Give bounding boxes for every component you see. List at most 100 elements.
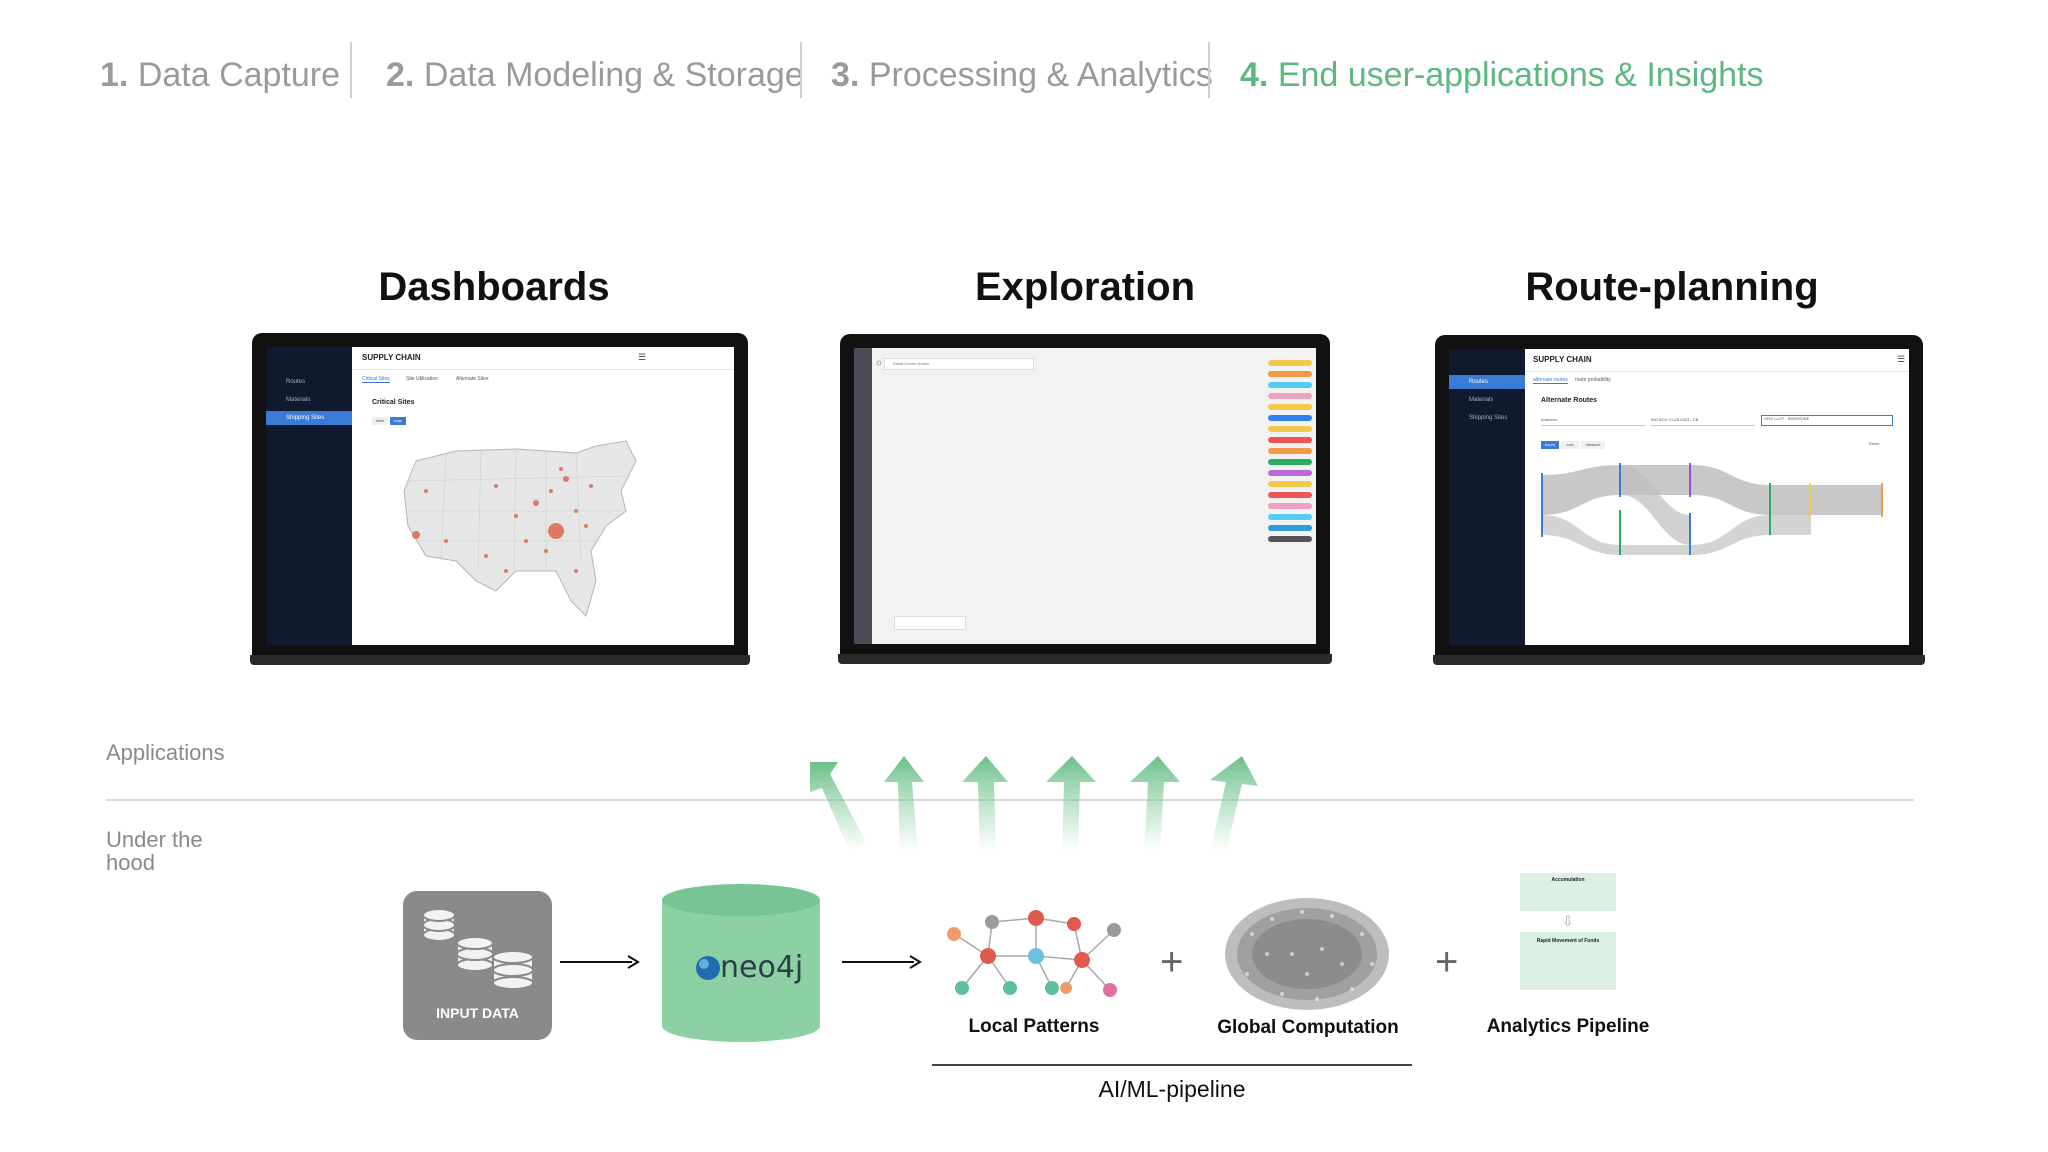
step-end-user-applications[interactable]: 4. End user-applications & Insights [1240, 56, 1764, 95]
dashboards-screen: Routes Materials Shipping Sites SUPPLY C… [266, 347, 734, 645]
legend-chip[interactable] [1268, 426, 1312, 432]
arrow-down-icon: ⇩ [1562, 913, 1574, 929]
source-field[interactable]: Anaheim [1541, 417, 1645, 426]
ai-ml-pipeline-label: AI/ML-pipeline [1098, 1076, 1246, 1102]
step-number: 2. [386, 56, 415, 94]
legend-chip[interactable] [1268, 382, 1312, 388]
sidebar-item-materials[interactable]: Materials [286, 397, 311, 403]
legend-chip[interactable] [1268, 437, 1312, 443]
exclude-field[interactable]: ORG LLOT - RIVERSIDE [1761, 415, 1893, 426]
arrow-up-icon [1046, 756, 1096, 852]
laptop-base [250, 655, 750, 665]
legend-chip[interactable] [1268, 470, 1312, 476]
panel-title: Critical Sites [372, 399, 415, 406]
step-data-modeling[interactable]: 2. Data Modeling & Storage [386, 56, 804, 95]
weight-hours-button[interactable]: hours [1541, 441, 1559, 449]
search-input[interactable]: Retail Center Nodes [884, 358, 1034, 370]
step-divider [1208, 42, 1210, 98]
sidebar-item-routes[interactable]: Routes [1449, 375, 1525, 389]
applications-label: Applications [106, 740, 225, 765]
neo4j-database-icon [662, 884, 820, 1042]
upward-arrows [810, 756, 1258, 852]
analytics-pipeline-label: Analytics Pipeline [1486, 1016, 1650, 1037]
menu-icon[interactable]: ☰ [1897, 354, 1906, 364]
route-planning-laptop[interactable]: Routes Materials Shipping Sites SUPPLY C… [1433, 335, 1925, 665]
step-number: 3. [831, 56, 860, 94]
arrow-up-icon [810, 762, 866, 852]
analytics-card-title: Accumulation [1551, 877, 1585, 883]
legend-chip[interactable] [1268, 448, 1312, 454]
exploration-sidebar [854, 348, 872, 644]
analytics-card-title: Rapid Movement of Funds [1536, 938, 1600, 944]
arrow-up-icon [962, 756, 1008, 852]
legend-chip[interactable] [1268, 525, 1312, 531]
legend-chip[interactable] [1268, 503, 1312, 509]
local-patterns-graph [947, 910, 1121, 997]
legend-chip[interactable] [1268, 404, 1312, 410]
tab-critical-sites[interactable]: Critical Sites [362, 376, 390, 383]
toggle-map[interactable]: map [390, 417, 406, 425]
panel-title: Alternate Routes [1541, 397, 1598, 404]
legend-chip[interactable] [1268, 415, 1312, 421]
arrow-right-icon [560, 955, 640, 969]
weight-cost-button[interactable]: cost [1561, 441, 1579, 449]
arrow-up-icon [1130, 756, 1180, 852]
menu-icon[interactable]: ☰ [638, 352, 647, 362]
step-label: Processing & Analytics [868, 56, 1213, 94]
dashboards-laptop[interactable]: Routes Materials Shipping Sites SUPPLY C… [250, 333, 750, 665]
arrow-right-icon [842, 955, 922, 969]
dashboards-title: Dashboards [378, 265, 610, 309]
laptop-base [838, 654, 1332, 664]
analytics-card: Accumulation [1520, 873, 1616, 911]
search-icon [876, 360, 882, 366]
sidebar-item-materials[interactable]: Materials [1469, 397, 1494, 403]
exploration-laptop[interactable]: Retail Center Nodes [838, 334, 1332, 664]
tab-alternate-sites[interactable]: Alternate Sites [456, 376, 489, 382]
step-processing[interactable]: 3. Processing & Analytics [831, 56, 1213, 95]
exploration-screen: Retail Center Nodes [854, 348, 1316, 644]
laptop-base [1433, 655, 1925, 665]
analytics-card: Rapid Movement of Funds [1520, 932, 1616, 990]
header-divider [352, 369, 734, 370]
legend-chip[interactable] [1268, 536, 1312, 542]
global-computation-cloud [1225, 898, 1389, 1010]
step-number: 1. [100, 56, 129, 94]
under-the-hood-label: Under the hood [106, 827, 203, 875]
arrow-up-icon [1210, 756, 1258, 852]
legend-chip[interactable] [1268, 371, 1312, 377]
legend-chip[interactable] [1268, 481, 1312, 487]
header-divider [1525, 371, 1909, 372]
tab-route-probability[interactable]: route probability [1575, 377, 1611, 383]
tab-alternate-routes[interactable]: alternate routes [1533, 377, 1568, 384]
local-patterns-label: Local Patterns [968, 1016, 1100, 1037]
tab-site-utilization[interactable]: Site Utilization [406, 376, 438, 382]
legend-chip[interactable] [1268, 459, 1312, 465]
arrow-up-icon [884, 756, 924, 852]
step-data-capture[interactable]: 1. Data Capture [100, 56, 340, 95]
sidebar-item-shipping-sites[interactable]: Shipping Sites [1469, 415, 1508, 421]
route-sankey [1541, 463, 1883, 555]
destination-field[interactable]: BIG BOX CLUB #323 - CB [1651, 417, 1755, 426]
legend-chip[interactable] [1268, 360, 1312, 366]
step-label: Data Modeling & Storage [423, 56, 804, 94]
plus-sign: + [1435, 940, 1459, 984]
sidebar-item-routes[interactable]: Routes [286, 379, 306, 385]
route-planning-title: Route-planning [1525, 265, 1819, 309]
legend-chip[interactable] [1268, 393, 1312, 399]
toggle-table[interactable]: table [372, 417, 388, 425]
ai-ml-bracket [932, 1064, 1412, 1066]
footer-toolbar[interactable] [894, 616, 966, 630]
route-planning-screen: Routes Materials Shipping Sites SUPPLY C… [1449, 349, 1909, 645]
sidebar-item-shipping-sites[interactable]: Shipping Sites [266, 411, 352, 425]
legend-chip[interactable] [1268, 514, 1312, 520]
route-planning-sidebar: Routes Materials Shipping Sites [1449, 349, 1525, 645]
plus-sign: + [1160, 940, 1184, 984]
step-divider [800, 42, 802, 98]
app-name: SUPPLY CHAIN [1533, 355, 1592, 364]
exploration-title: Exploration [974, 265, 1196, 309]
neo4j-logo: neo4j [720, 950, 804, 985]
reset-button[interactable]: Reset [1869, 441, 1880, 446]
legend-chip[interactable] [1268, 492, 1312, 498]
step-divider [350, 42, 352, 98]
weight-distance-button[interactable]: distance [1581, 441, 1605, 449]
